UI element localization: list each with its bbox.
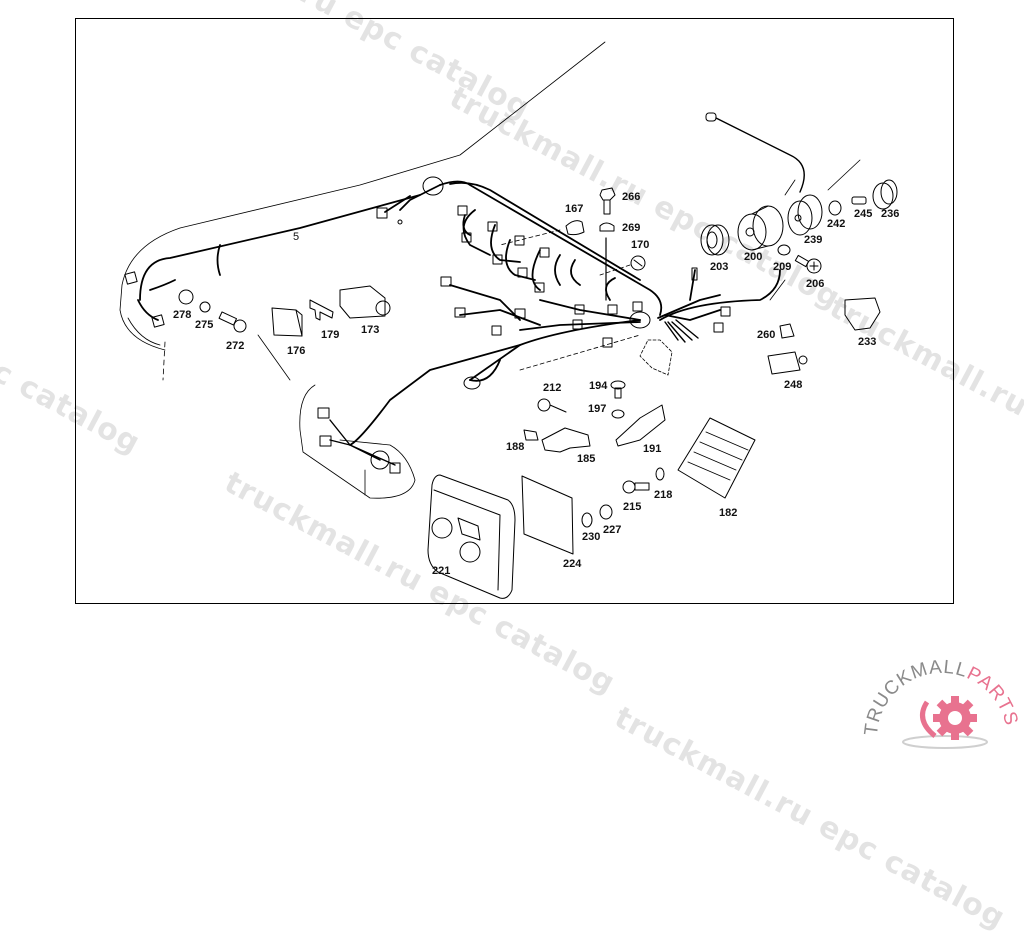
part-label-215[interactable]: 215 xyxy=(623,501,642,513)
part-278-nut[interactable] xyxy=(178,289,194,305)
part-label-206[interactable]: 206 xyxy=(806,278,825,290)
swoosh-icon xyxy=(902,735,988,749)
part-label-188[interactable]: 188 xyxy=(506,441,525,453)
part-260-clip[interactable] xyxy=(779,323,795,339)
swoosh-accent-icon xyxy=(920,700,937,738)
part-206-screw[interactable] xyxy=(794,254,822,274)
part-167-plug[interactable] xyxy=(565,220,585,236)
part-176-cover[interactable] xyxy=(271,307,303,337)
part-label-173[interactable]: 173 xyxy=(361,324,380,336)
part-label-275[interactable]: 275 xyxy=(195,319,214,331)
part-label-278[interactable]: 278 xyxy=(173,309,192,321)
part-239-pulley[interactable] xyxy=(787,194,823,236)
part-label-272[interactable]: 272 xyxy=(226,340,245,352)
part-label-221[interactable]: 221 xyxy=(432,565,451,577)
logo-graphic: TRUCKMALLPARTS xyxy=(861,657,1021,749)
part-dashed-bracket xyxy=(639,339,673,376)
part-label-233[interactable]: 233 xyxy=(858,336,877,348)
part-label-218[interactable]: 218 xyxy=(654,489,673,501)
part-242-nut[interactable] xyxy=(828,200,842,216)
part-230-washer[interactable] xyxy=(581,512,593,528)
part-label-194[interactable]: 194 xyxy=(589,380,608,392)
part-236-cap[interactable] xyxy=(872,179,898,210)
harness-connectors xyxy=(124,112,731,474)
part-209-washer[interactable] xyxy=(777,244,791,256)
part-275-washer[interactable] xyxy=(199,301,211,313)
part-label-224[interactable]: 224 xyxy=(563,558,582,570)
part-233-switch[interactable] xyxy=(844,297,881,331)
harness-label[interactable]: 5 xyxy=(293,231,300,243)
part-label-236[interactable]: 236 xyxy=(881,208,900,220)
wiring-harness-5[interactable] xyxy=(137,180,781,466)
part-label-167[interactable]: 167 xyxy=(565,203,584,215)
part-218-washer[interactable] xyxy=(655,467,665,481)
part-188-plate[interactable] xyxy=(523,429,539,441)
part-224-gasket[interactable] xyxy=(521,475,574,555)
part-170-grommet[interactable] xyxy=(630,255,646,271)
part-212-screw[interactable] xyxy=(537,398,567,413)
console-outline xyxy=(299,384,416,499)
part-221-control-panel[interactable] xyxy=(427,474,516,599)
part-179-clip[interactable] xyxy=(309,299,334,321)
part-label-203[interactable]: 203 xyxy=(710,261,729,273)
part-215-screw[interactable] xyxy=(622,480,650,494)
part-227-nut[interactable] xyxy=(599,504,613,520)
part-191-bracket[interactable] xyxy=(615,404,666,447)
part-label-191[interactable]: 191 xyxy=(643,443,662,455)
part-182-heatsink[interactable] xyxy=(677,417,756,499)
part-label-176[interactable]: 176 xyxy=(287,345,306,357)
gear-icon xyxy=(933,696,977,740)
parts-drawing xyxy=(119,41,898,599)
part-label-245[interactable]: 245 xyxy=(854,208,873,220)
part-label-239[interactable]: 239 xyxy=(804,234,823,246)
part-label-185[interactable]: 185 xyxy=(577,453,596,465)
part-269-clip[interactable] xyxy=(599,222,615,232)
part-label-197[interactable]: 197 xyxy=(588,403,607,415)
part-194-screw[interactable] xyxy=(610,380,626,399)
part-label-227[interactable]: 227 xyxy=(603,524,622,536)
part-label-230[interactable]: 230 xyxy=(582,531,601,543)
part-173-relay[interactable] xyxy=(339,285,391,319)
part-248-switch[interactable] xyxy=(767,351,808,375)
part-197-washer[interactable] xyxy=(611,409,625,419)
part-label-179[interactable]: 179 xyxy=(321,329,340,341)
part-272-bolt[interactable] xyxy=(218,311,247,333)
part-label-260[interactable]: 260 xyxy=(757,329,776,341)
part-185-bracket[interactable] xyxy=(541,427,591,453)
part-label-242[interactable]: 242 xyxy=(827,218,846,230)
part-label-248[interactable]: 248 xyxy=(784,379,803,391)
part-203-pulley[interactable] xyxy=(700,224,730,256)
part-245-pin[interactable] xyxy=(851,196,867,205)
leader-lines xyxy=(499,229,641,371)
part-label-170[interactable]: 170 xyxy=(631,239,650,251)
part-label-269[interactable]: 269 xyxy=(622,222,641,234)
part-label-209[interactable]: 209 xyxy=(773,261,792,273)
part-label-182[interactable]: 182 xyxy=(719,507,738,519)
part-label-266[interactable]: 266 xyxy=(622,191,641,203)
truckmall-parts-logo[interactable]: TRUCKMALLPARTS xyxy=(855,650,1024,750)
part-266-bolt[interactable] xyxy=(599,187,616,215)
part-label-200[interactable]: 200 xyxy=(744,251,763,263)
part-200-alternator[interactable] xyxy=(737,205,784,251)
dashboard-outline xyxy=(119,41,861,381)
part-label-212[interactable]: 212 xyxy=(543,382,562,394)
sensor-lead xyxy=(715,117,805,193)
